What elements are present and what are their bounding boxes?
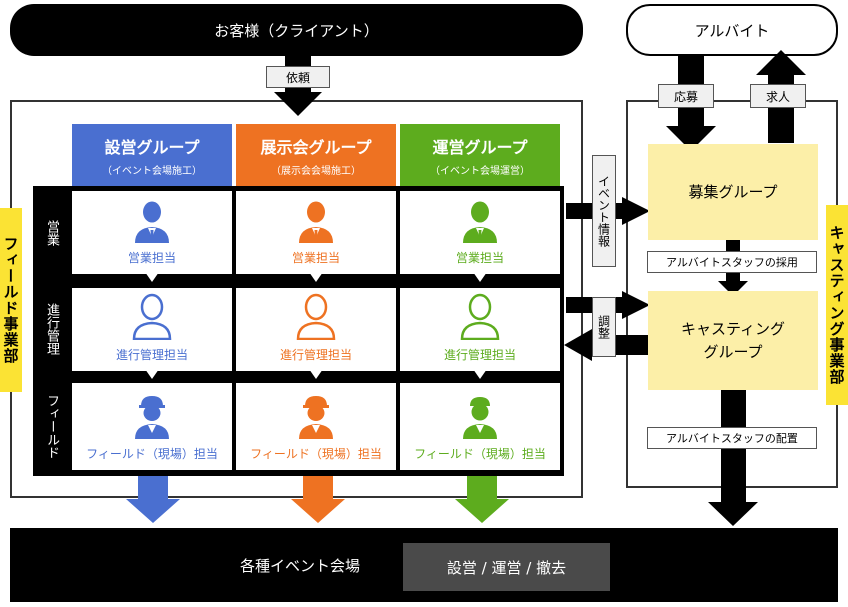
group-title: 展示会グループ — [260, 137, 372, 157]
group-header-unei: 運営グループ （イベント会場運営） — [400, 124, 560, 186]
cell-label: 営業担当 — [127, 251, 176, 265]
cell-tenji-eigyo: 営業担当 — [236, 191, 396, 274]
person-outline-icon — [296, 293, 336, 340]
tenji-down-arrow — [291, 474, 345, 523]
group-subtitle: （イベント会場施工） — [102, 165, 202, 177]
cell-tenji-shinko: 進行管理担当 — [236, 288, 396, 371]
group-header-settsu: 設営グループ （イベント会場施工） — [72, 124, 232, 186]
casting-line2: グループ — [703, 342, 763, 361]
row-label-shinko: 進行管理 — [33, 282, 70, 376]
cell-label: フィールド（現場）担当 — [414, 447, 546, 461]
group-subtitle: （展示会会場施工） — [271, 165, 361, 177]
group-subtitle: （イベント会場運営） — [430, 165, 530, 177]
row-label-field: フィールド — [33, 378, 70, 474]
cell-label: 進行管理担当 — [443, 348, 516, 362]
cell-unei-shinko: 進行管理担当 — [400, 288, 560, 371]
group-title: 運営グループ — [432, 137, 528, 157]
casting-line1: キャスティング — [680, 320, 786, 338]
cell-settsu-shinko: 進行管理担当 — [72, 288, 232, 371]
person-outline-icon — [460, 293, 500, 340]
cell-settsu-eigyo: 営業担当 — [72, 191, 232, 274]
casting-division-label: キャスティング事業部 — [826, 205, 848, 405]
event-info-tag: イベント情報 — [592, 155, 616, 267]
person-suit-icon — [299, 201, 333, 243]
client-banner: お客様（クライアント） — [10, 4, 583, 56]
haichi-tag: アルバイトスタッフの配置 — [647, 427, 817, 449]
oubo-tag: 応募 — [658, 84, 714, 108]
casting-group-box: キャスティング グループ — [648, 291, 818, 390]
row-label-eigyo: 営業 — [33, 186, 70, 280]
field-division-label: フィールド事業部 — [0, 208, 22, 392]
person-cap-icon — [463, 397, 497, 439]
person-suit-icon — [135, 201, 169, 243]
venue-tasks-box: 設営 / 運営 / 撤去 — [403, 543, 610, 591]
cell-label: 進行管理担当 — [115, 348, 188, 362]
cell-label: 営業担当 — [455, 251, 504, 265]
irai-tag: 依頼 — [266, 66, 330, 88]
saiyo-tag: アルバイトスタッフの採用 — [647, 251, 817, 273]
cell-unei-eigyo: 営業担当 — [400, 191, 560, 274]
person-suit-icon — [463, 201, 497, 243]
cell-label: 進行管理担当 — [279, 348, 352, 362]
group-title: 設営グループ — [104, 137, 200, 157]
cell-label: フィールド（現場）担当 — [86, 447, 218, 461]
arubaito-banner: アルバイト — [626, 4, 838, 56]
boshu-group-box: 募集グループ — [648, 144, 818, 240]
cell-unei-field: フィールド（現場）担当 — [400, 383, 560, 470]
cell-settsu-field: フィールド（現場）担当 — [72, 383, 232, 470]
casting-to-venue-arrow — [708, 390, 758, 526]
person-helmet-icon — [299, 396, 333, 439]
unei-down-arrow — [455, 474, 509, 523]
person-outline-icon — [132, 293, 172, 340]
cell-label: フィールド（現場）担当 — [250, 447, 382, 461]
group-header-tenji: 展示会グループ （展示会会場施工） — [236, 124, 396, 186]
cell-label: 営業担当 — [291, 251, 340, 265]
chousei-tag: 調整 — [592, 297, 616, 357]
venue-label: 各種イベント会場 — [239, 556, 360, 575]
person-helmet-icon — [135, 396, 169, 439]
cell-tenji-field: フィールド（現場）担当 — [236, 383, 396, 470]
settsu-down-arrow — [126, 474, 180, 523]
kyujin-tag: 求人 — [750, 84, 806, 108]
